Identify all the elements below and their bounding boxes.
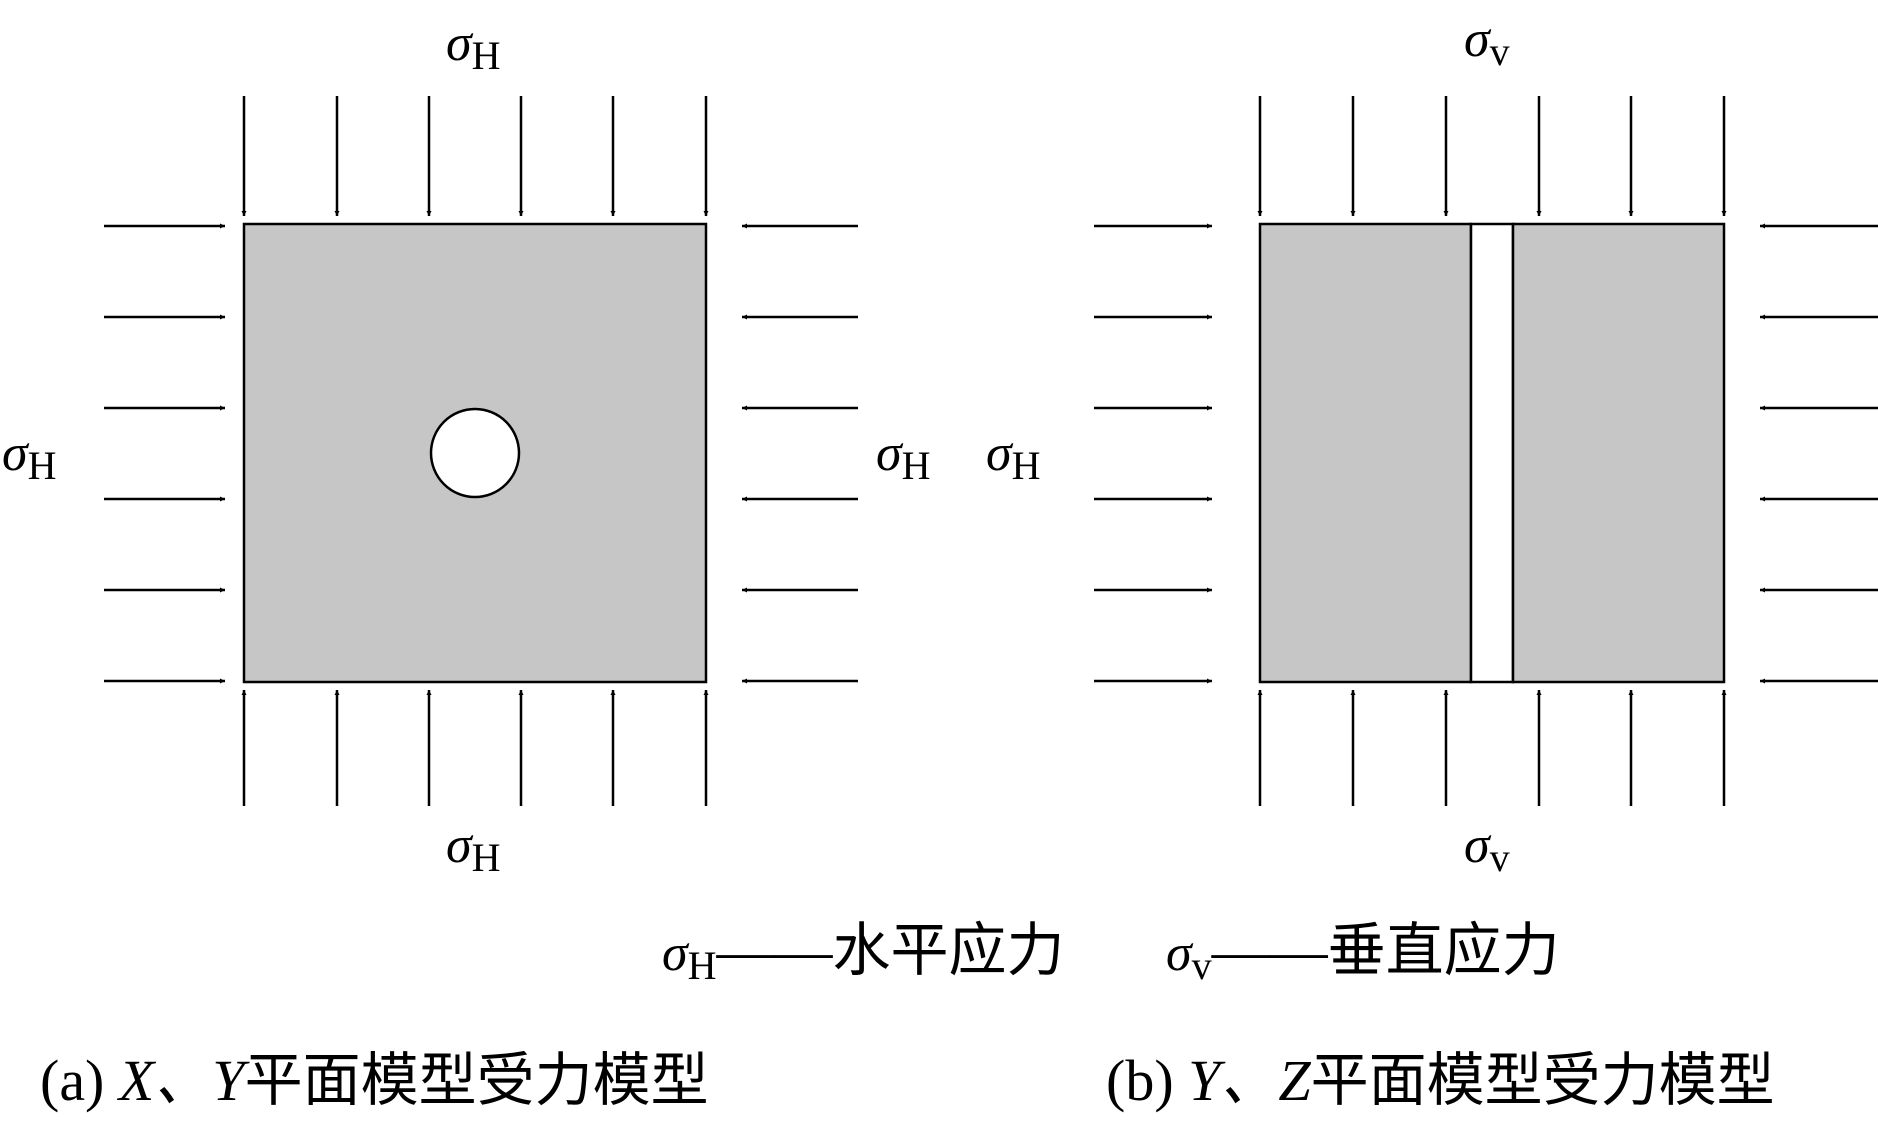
borehole-circle — [429, 407, 521, 499]
sigma-h-right-a: σH — [876, 425, 931, 488]
sigma-v-top-b: σv — [1464, 11, 1510, 74]
panel-a — [104, 96, 858, 806]
rock-block-b-left — [1258, 222, 1473, 684]
sigma-v-bottom-b: σv — [1464, 817, 1510, 880]
sigma-h-bottom-a: σH — [446, 817, 501, 880]
caption-b: (b) Y、Z平面模型受力模型 — [1106, 1048, 1775, 1113]
caption-a: (a) X、Y平面模型受力模型 — [40, 1048, 709, 1113]
legend-horizontal-stress: σH——水平应力 — [662, 918, 1065, 988]
vertical-slot — [1469, 222, 1515, 684]
arrows-panel-a — [104, 96, 858, 806]
sigma-h-left-b: σH — [986, 425, 1041, 488]
rock-block-b-right — [1511, 222, 1726, 684]
legend-vertical-stress: σv——垂直应力 — [1166, 918, 1560, 988]
sigma-h-left-a: σH — [2, 425, 57, 488]
arrows-panel-b — [1094, 96, 1878, 806]
sigma-h-top-a: σH — [446, 15, 501, 78]
panel-b — [1094, 96, 1878, 806]
